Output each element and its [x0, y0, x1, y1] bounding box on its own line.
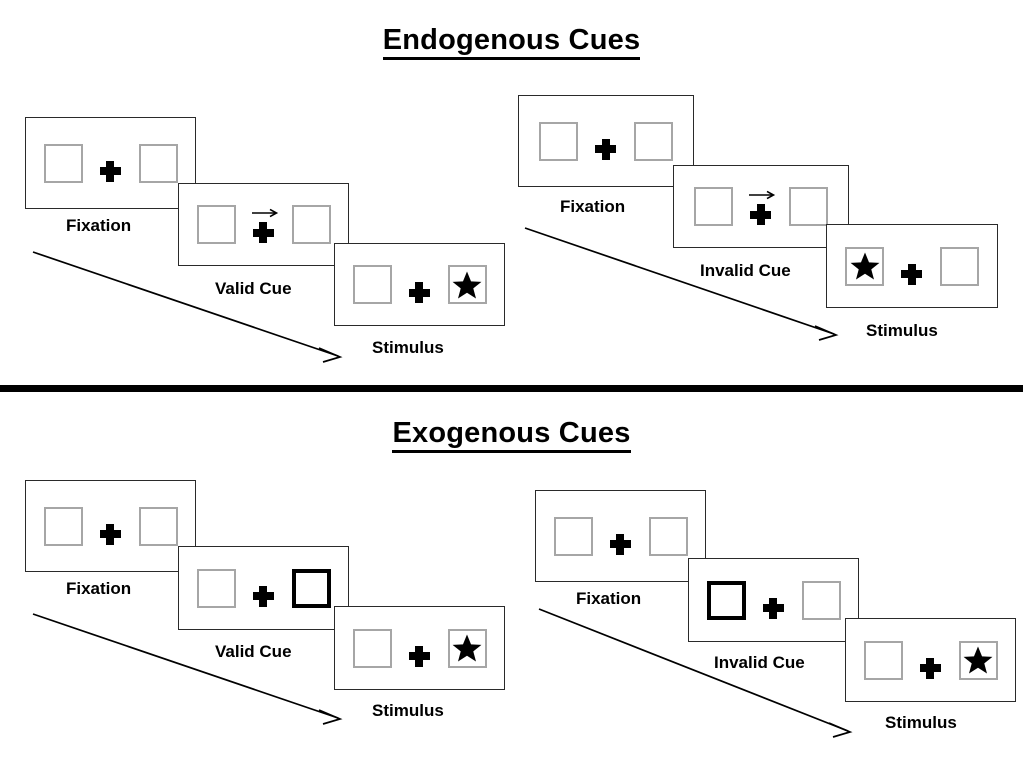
box-left: [553, 516, 593, 556]
star-icon: [963, 646, 993, 674]
box-right: [447, 265, 487, 304]
box-left: [43, 143, 83, 183]
frame-endogenous-invalid-cue: [673, 165, 849, 248]
timeline-arrow-exogenous-invalid: [538, 608, 853, 738]
caption-exogenous-invalid-cue: Invalid Cue: [714, 653, 805, 672]
frame-endogenous-valid-cue: [178, 183, 349, 266]
box-left: [539, 121, 578, 161]
arrow-right-icon: [749, 190, 776, 199]
caption-endogenous-valid-stimulus: Stimulus: [372, 338, 444, 357]
frame-endogenous-invalid-stimulus: [826, 224, 998, 308]
caption-endogenous-valid-cue: Valid Cue: [215, 279, 292, 298]
box-right: [801, 580, 841, 620]
section-divider: [0, 385, 1023, 392]
fixation-cross-icon: [252, 566, 275, 610]
box-left: [352, 628, 392, 668]
caption-endogenous-invalid-stimulus: Stimulus: [866, 321, 938, 340]
fixation-cross-icon: [595, 119, 617, 163]
box-right: [138, 143, 178, 183]
frame-exogenous-valid-fixation: [25, 480, 196, 572]
fixation-cross-icon: [99, 141, 122, 185]
caption-endogenous-invalid-cue: Invalid Cue: [700, 261, 791, 280]
fixation-cross-icon: [408, 626, 431, 670]
caption-exogenous-invalid-stimulus: Stimulus: [885, 713, 957, 732]
arrow-right-icon: [251, 208, 278, 217]
box-left: [196, 205, 236, 244]
section-title-endogenous-text: Endogenous Cues: [382, 24, 641, 60]
fixation-cross-icon: [919, 638, 942, 682]
caption-endogenous-invalid-fixation: Fixation: [560, 197, 626, 216]
fixation-cross-icon: [762, 578, 785, 622]
timeline-arrow-endogenous-valid: [32, 251, 343, 363]
caption-exogenous-valid-stimulus: Stimulus: [372, 701, 444, 720]
box-right-cued: [291, 568, 331, 608]
box-right: [940, 246, 979, 286]
box-right: [958, 640, 998, 680]
frame-exogenous-invalid-fixation: [535, 490, 706, 582]
box-right: [648, 516, 688, 556]
section-title-exogenous: Exogenous Cues: [0, 417, 1023, 453]
box-left: [694, 187, 733, 226]
timeline-arrow-exogenous-valid: [32, 613, 343, 725]
caption-exogenous-invalid-fixation: Fixation: [576, 589, 642, 608]
box-right: [447, 628, 487, 668]
frame-endogenous-valid-stimulus: [334, 243, 505, 326]
fixation-cross-icon: [251, 203, 278, 247]
fixation-cross-icon: [901, 244, 923, 288]
frame-exogenous-invalid-cue: [688, 558, 859, 642]
frame-exogenous-valid-stimulus: [334, 606, 505, 690]
fixation-cross-icon: [749, 185, 776, 229]
section-title-exogenous-text: Exogenous Cues: [392, 417, 631, 453]
fixation-cross-icon: [609, 514, 632, 558]
caption-exogenous-valid-fixation: Fixation: [66, 579, 132, 598]
timeline-arrow-endogenous-invalid: [524, 227, 839, 341]
star-icon: [452, 634, 482, 662]
box-right: [634, 121, 673, 161]
box-left: [196, 568, 236, 608]
frame-exogenous-valid-cue: [178, 546, 349, 630]
box-right: [291, 205, 331, 244]
box-right: [138, 506, 178, 546]
fixation-cross-icon: [99, 504, 122, 548]
box-left: [863, 640, 903, 680]
box-right: [789, 187, 828, 226]
fixation-cross-icon: [408, 263, 431, 307]
caption-endogenous-valid-fixation: Fixation: [66, 216, 132, 235]
box-left: [352, 265, 392, 304]
frame-endogenous-invalid-fixation: [518, 95, 694, 187]
frame-endogenous-valid-fixation: [25, 117, 196, 209]
section-title-endogenous: Endogenous Cues: [0, 24, 1023, 60]
star-icon: [452, 271, 482, 298]
box-left: [43, 506, 83, 546]
box-left: [845, 246, 884, 286]
caption-exogenous-valid-cue: Valid Cue: [215, 642, 292, 661]
frame-exogenous-invalid-stimulus: [845, 618, 1016, 702]
star-icon: [850, 252, 879, 280]
box-left-cued: [706, 580, 746, 620]
